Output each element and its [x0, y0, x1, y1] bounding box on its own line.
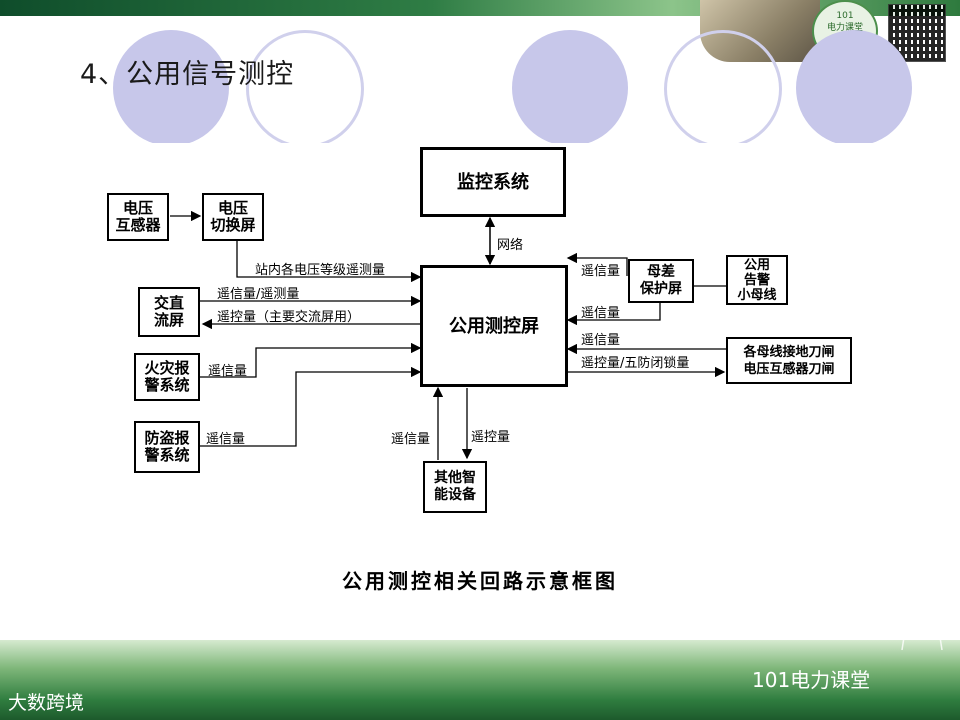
label-fire-signal: 遥信量	[208, 364, 248, 379]
anti-theft-alarm-box: 防盗报 警系统	[134, 421, 200, 473]
voltage-transformer-box: 电压 互感器	[107, 193, 169, 241]
bottom-right-watermark: 101电力课堂	[752, 668, 871, 692]
label-switch-control: 遥控量/五防闭锁量	[581, 356, 690, 371]
bottom-decoration-band	[0, 640, 960, 720]
diagram-area	[60, 143, 902, 635]
label-acdc-in: 遥信量/遥测量	[217, 287, 300, 302]
decor-circle	[512, 30, 628, 146]
label-theft-signal: 遥信量	[206, 432, 246, 447]
label-busdiff-signal: 遥信量	[581, 264, 621, 279]
fire-alarm-box: 火灾报 警系统	[134, 353, 200, 401]
monitor-system-box: 监控系统	[420, 147, 566, 217]
slide-title: 4、公用信号测控	[80, 59, 295, 90]
label-station-voltage: 站内各电压等级遥测量	[255, 263, 386, 278]
label-switch-signal: 遥信量	[581, 333, 621, 348]
diagram-caption: 公用测控相关回路示意框图	[342, 569, 618, 593]
other-smart-devices-box: 其他智 能设备	[423, 461, 487, 513]
label-alarm-signal: 遥信量	[581, 306, 621, 321]
label-network: 网络	[497, 238, 524, 253]
common-alarm-bus-box: 公用 告警 小母线	[726, 255, 788, 305]
bus-switch-box: 各母线接地刀闸 电压互感器刀闸	[726, 337, 852, 384]
bottom-left-watermark: 大数跨境	[8, 692, 85, 714]
decor-circle	[796, 30, 912, 146]
decor-circle	[113, 30, 229, 146]
bus-differential-protection-box: 母差 保护屏	[628, 259, 694, 303]
power-tower-icon	[897, 520, 947, 650]
voltage-switch-panel-box: 电压 切换屏	[202, 193, 264, 241]
label-acdc-out: 遥控量（主要交流屏用）	[217, 310, 361, 325]
label-other-down: 遥控量	[471, 430, 511, 445]
common-control-panel-box: 公用测控屏	[420, 265, 568, 387]
ac-dc-panel-box: 交直 流屏	[138, 287, 200, 337]
label-other-up: 遥信量	[391, 432, 431, 447]
